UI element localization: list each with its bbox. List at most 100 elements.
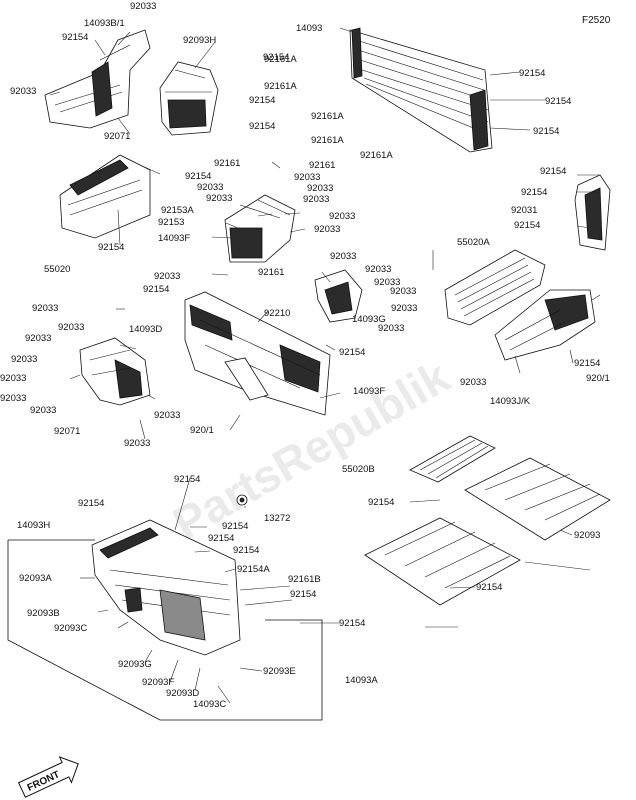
part-label: 92033	[329, 211, 355, 222]
part-label: 13272	[264, 513, 290, 524]
part-label: 92093E	[263, 666, 296, 677]
part-side-panel-right	[574, 174, 611, 251]
part-label: 92033	[374, 277, 400, 288]
part-label: 92154	[185, 171, 211, 182]
part-label: 92154	[174, 474, 200, 485]
part-label: 92154	[339, 347, 365, 358]
part-label: 92154	[98, 242, 124, 253]
part-label: 14093H	[17, 520, 50, 531]
part-floor-panel-14093A	[364, 517, 521, 606]
part-labels: 92033 14093B/1 92154 14093 92093H 92154 …	[0, 1, 610, 710]
part-label: 92071	[104, 131, 130, 142]
part-label: 92161A	[360, 150, 393, 161]
part-label: 92154	[519, 68, 545, 79]
part-label: 14093B/1	[84, 18, 125, 29]
part-label: 92033	[10, 86, 36, 97]
part-side-cover-left	[44, 29, 151, 129]
part-label: 55020	[44, 264, 70, 275]
part-floor-mat-55020B	[409, 435, 496, 483]
part-label: 92033	[365, 264, 391, 275]
part-label: 92161	[214, 158, 240, 169]
part-center-bracket	[224, 194, 296, 263]
part-label: 92154	[233, 545, 259, 556]
part-floor-frame	[184, 291, 331, 416]
part-rear-tray	[494, 289, 596, 361]
part-label: 92093F	[142, 677, 174, 688]
part-label: 92154	[222, 521, 248, 532]
part-label: 92093C	[54, 623, 87, 634]
part-label: 92033	[124, 438, 150, 449]
part-label: 92033	[307, 183, 333, 194]
part-bracket-14093D	[79, 337, 151, 406]
part-label: 92161A	[264, 54, 297, 65]
part-label: 14093C	[193, 699, 226, 710]
part-label: 92154	[263, 52, 289, 63]
part-label: 92161	[258, 267, 284, 278]
part-label: 92033	[58, 322, 84, 333]
part-label: 92033	[25, 333, 51, 344]
part-label: 920/1	[190, 425, 214, 436]
part-label: 14093	[296, 23, 322, 34]
part-label: 92093H	[183, 35, 216, 46]
part-label: 92161	[309, 160, 335, 171]
part-label: 92154	[339, 618, 365, 629]
part-label: 92154	[533, 126, 559, 137]
part-label: 92154	[574, 358, 600, 369]
part-label: 14093D	[129, 324, 162, 335]
part-label: 92033	[30, 405, 56, 416]
part-label: 92154	[521, 187, 547, 198]
diagram-code: F2520	[582, 15, 611, 26]
part-label: 92033	[294, 172, 320, 183]
part-air-duct	[159, 61, 219, 136]
part-label: 14093F	[353, 386, 385, 397]
front-direction-arrow: FRONT	[17, 756, 79, 798]
part-mount-bracket	[314, 269, 363, 323]
part-grille-55020A	[444, 249, 546, 326]
part-label: 92210	[264, 308, 290, 319]
part-label: 92153	[158, 217, 184, 228]
part-label: 92154	[62, 32, 88, 43]
part-label: 92161A	[311, 135, 344, 146]
part-label: 92033	[460, 377, 486, 388]
part-label: 92033	[390, 286, 416, 297]
part-label: 92154	[476, 582, 502, 593]
part-label: 14093A	[345, 675, 378, 686]
part-fastener-13272	[236, 494, 248, 506]
part-label: 920/1	[586, 373, 610, 384]
part-label: 92154	[514, 220, 540, 231]
part-cover-55020	[59, 154, 151, 239]
part-cargo-bed-panel	[349, 27, 493, 153]
part-label: 92033	[32, 303, 58, 314]
assembly-frame	[7, 539, 323, 721]
part-label: 92154	[540, 166, 566, 177]
part-label: 14093J/K	[490, 396, 531, 407]
part-label: 92154	[545, 96, 571, 107]
part-label: 92033	[154, 271, 180, 282]
part-front-cowl-assembly	[91, 519, 241, 656]
part-label: 92154	[208, 533, 234, 544]
part-label: 92033	[11, 354, 37, 365]
part-label: 92033	[206, 193, 232, 204]
part-label: 92093D	[166, 688, 199, 699]
part-label: 14093F	[158, 233, 190, 244]
part-label: 92154	[249, 95, 275, 106]
part-label: 92093G	[118, 659, 152, 670]
part-label: 92071	[54, 426, 80, 437]
part-label: 55020A	[457, 237, 490, 248]
part-label: 92033	[154, 410, 180, 421]
part-label: 92033	[391, 303, 417, 314]
part-label: 92033	[197, 182, 223, 193]
part-floor-panel-14093H	[464, 457, 611, 541]
part-label: 92154A	[237, 564, 270, 575]
part-label: 92031	[511, 205, 537, 216]
leader-lines	[49, 27, 601, 704]
part-label: 92153A	[161, 205, 194, 216]
part-label: 92161B	[288, 574, 321, 585]
part-label: 92093	[574, 530, 600, 541]
part-label: 92154	[368, 497, 394, 508]
part-label: 92033	[0, 373, 26, 384]
part-label: 92093B	[27, 608, 60, 619]
part-label: 92033	[378, 323, 404, 334]
